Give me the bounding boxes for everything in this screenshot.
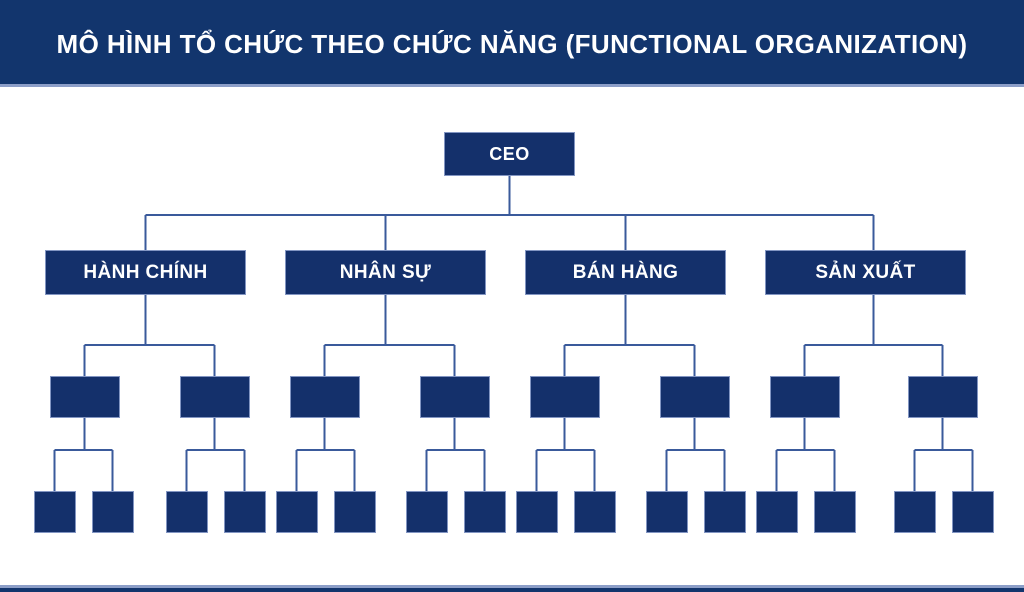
org-node-subunit-2-2-b[interactable]: [464, 491, 506, 533]
org-node-subunit-4-2-b[interactable]: [952, 491, 994, 533]
org-node-subunit-2-1-b[interactable]: [334, 491, 376, 533]
header-underline-rule: [0, 84, 1024, 87]
org-node-unit-4-1[interactable]: [770, 376, 840, 418]
org-node-unit-2-2[interactable]: [420, 376, 490, 418]
org-node-subunit-2-2-a[interactable]: [406, 491, 448, 533]
org-node-department-hanh-chinh[interactable]: HÀNH CHÍNH: [45, 250, 246, 295]
org-node-unit-3-1[interactable]: [530, 376, 600, 418]
org-node-subunit-3-1-a[interactable]: [516, 491, 558, 533]
org-node-subunit-4-2-a[interactable]: [894, 491, 936, 533]
org-node-ceo[interactable]: CEO: [444, 132, 575, 176]
org-node-unit-4-2[interactable]: [908, 376, 978, 418]
org-node-subunit-4-1-b[interactable]: [814, 491, 856, 533]
header-bar: [0, 0, 1024, 84]
org-node-subunit-2-1-a[interactable]: [276, 491, 318, 533]
org-node-unit-3-2[interactable]: [660, 376, 730, 418]
connector-lines: [53, 176, 974, 491]
page-title: MÔ HÌNH TỔ CHỨC THEO CHỨC NĂNG (FUNCTION…: [56, 28, 968, 59]
org-node-subunit-1-1-b[interactable]: [92, 491, 134, 533]
org-node-unit-1-2[interactable]: [180, 376, 250, 418]
footer-bar: [0, 588, 1024, 592]
footer-accent-rule: [0, 585, 1024, 588]
org-node-subunit-4-1-a[interactable]: [756, 491, 798, 533]
org-node-department-ban-hang[interactable]: BÁN HÀNG: [525, 250, 726, 295]
org-node-unit-2-1[interactable]: [290, 376, 360, 418]
org-node-subunit-1-2-a[interactable]: [166, 491, 208, 533]
org-node-subunit-1-2-b[interactable]: [224, 491, 266, 533]
org-node-unit-1-1[interactable]: [50, 376, 120, 418]
org-node-department-nhan-su[interactable]: NHÂN SỰ: [285, 250, 486, 295]
org-node-subunit-3-2-a[interactable]: [646, 491, 688, 533]
org-node-subunit-1-1-a[interactable]: [34, 491, 76, 533]
org-node-department-san-xuat[interactable]: SẢN XUẤT: [765, 250, 966, 295]
org-node-subunit-3-2-b[interactable]: [704, 491, 746, 533]
org-chart-canvas: CEO HÀNH CHÍNH NHÂN SỰ BÁN HÀNG SẢN XUẤT: [0, 87, 1024, 585]
org-node-subunit-3-1-b[interactable]: [574, 491, 616, 533]
